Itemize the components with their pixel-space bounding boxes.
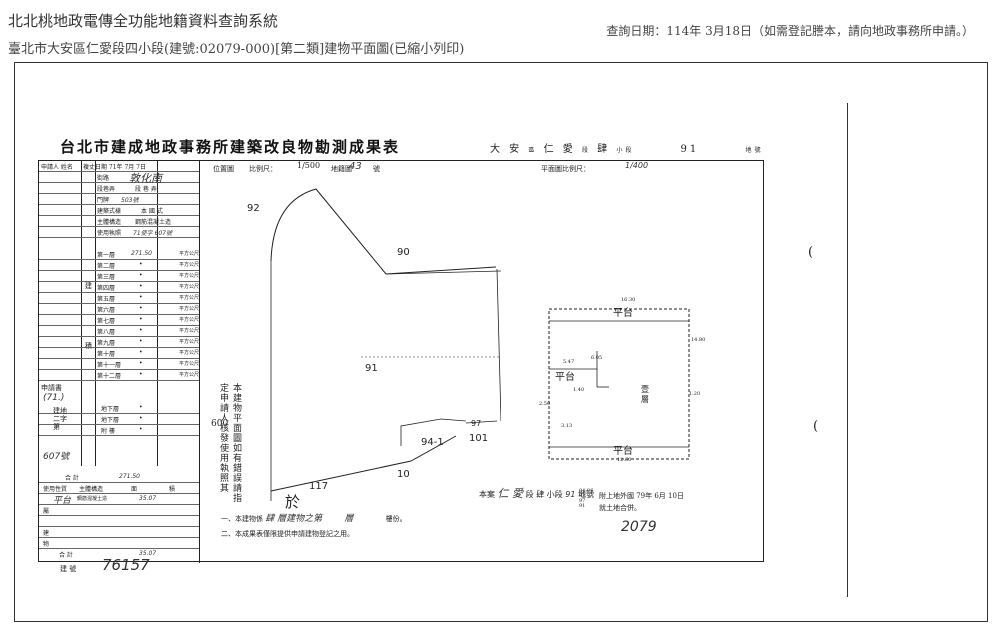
floor-row: 第四層•平方公尺 [39,282,199,293]
document-title-location: 大 安 區 仁 愛 段 肆 小段 91 地號 [490,144,764,155]
lot-list: 94-96 92 97 91 [579,488,594,509]
survey-document: 台北市建成地政事務所建築改良物勘測成果表 大 安 區 仁 愛 段 肆 小段 91… [38,138,764,578]
floor-row: 第七層•平方公尺 [39,315,199,326]
footer-notes: 於 一、本建物係 肆 層建物之第 層 樓份。 二、本成果表僅限提供申請建物登記之… [221,487,684,538]
page-header-subtitle: 臺北市大安區仁愛段四小段(建號:02079-000)[第二類]建物平面圖(已縮小… [8,42,465,57]
location-plan: 位置圖 比例尺： 1/500 地籍圖 43 號 92 90 91 94-1 10… [201,161,501,563]
right-edge-line [847,103,848,597]
floor-row: 第九層•平方公尺 [39,337,199,348]
floor-row: 第十層•平方公尺 [39,348,199,359]
building-number: 76157 [102,556,150,574]
floor-row: 第六層•平方公尺 [39,304,199,315]
page-header-title: 北北桃地政電傳全功能地籍資料查詢系統 [8,12,279,30]
basement-row: 地下層• [39,403,199,414]
floor-row: 第五層•平方公尺 [39,293,199,304]
floor-row: 第十二層•平方公尺 [39,370,199,381]
floor-row: 第十一層•平方公尺 [39,359,199,370]
document-frame: ( ( [14,62,988,622]
margin-mark: ( [813,419,819,434]
floor-plan: 平面圖比例尺： 1/400 平台 平台 平台 壹層 16.30 14.80 5.… [501,161,763,563]
basement-row: 附 樓• [39,425,199,436]
basement-row: 地下層• [39,414,199,425]
margin-mark: ( [808,245,814,260]
floor-row: 第八層•平方公尺 [39,326,199,337]
floor-row: 第二層•平方公尺 [39,260,199,271]
query-date: 查詢日期：114年 3月18日（如需登記謄本，請向地政事務所申請。） [606,24,974,38]
vertical-note: 本建物平面圖如有錯誤請指定申請人核發使用執照其 [218,383,241,503]
signature: 2079 [621,519,657,535]
parcel-map [270,188,501,501]
floor-plan-drawing [548,308,690,460]
floor-row: 第三層•平方公尺 [39,271,199,282]
document-title: 台北市建成地政事務所建築改良物勘測成果表 [60,138,401,156]
